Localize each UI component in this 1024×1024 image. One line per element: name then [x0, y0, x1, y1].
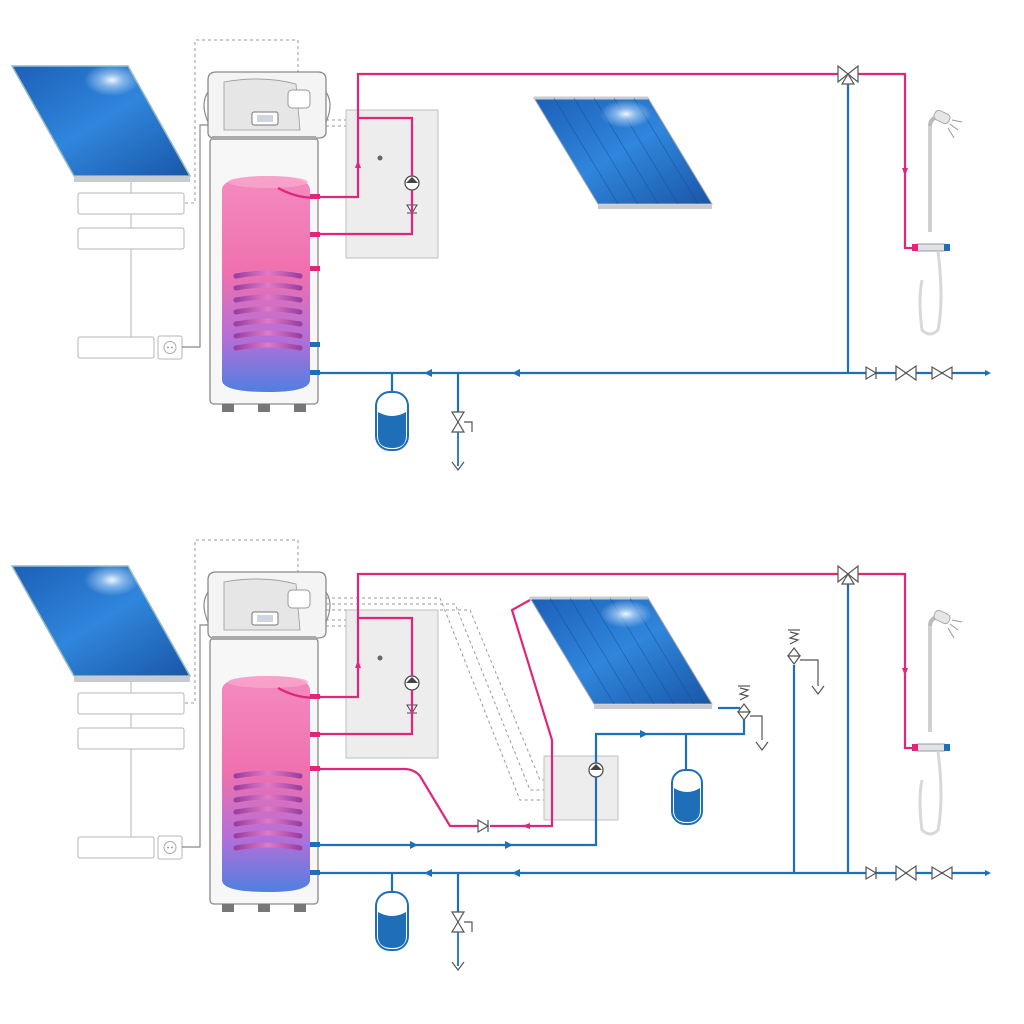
expansion-vessel-solar	[671, 769, 703, 825]
expansion-vessel	[375, 391, 409, 451]
panel-top-pv-only	[10, 39, 991, 471]
solar-collector-unconnected	[533, 96, 713, 209]
power-socket	[157, 835, 183, 860]
shower	[912, 609, 963, 836]
heating-coil	[233, 270, 303, 351]
safety-valves	[736, 629, 825, 751]
heating-coil	[233, 770, 303, 851]
controller-boxes	[77, 192, 185, 359]
drain-valve	[450, 911, 473, 971]
shower	[912, 109, 963, 336]
solar-collector-connected	[529, 596, 713, 709]
power-socket	[157, 335, 183, 360]
panel-bottom-pv-and-solar-thermal	[10, 539, 991, 971]
three-way-mixing-valve	[837, 64, 859, 85]
hot-water-lines	[277, 72, 916, 250]
pump-group	[345, 109, 439, 259]
flow-arrow	[902, 168, 908, 176]
pv-panel	[10, 64, 192, 182]
shutoff-valves	[865, 864, 953, 882]
check-valve	[477, 818, 490, 834]
controller-boxes	[77, 692, 185, 859]
drain-valve	[450, 411, 473, 471]
shutoff-valves	[865, 364, 953, 382]
flow-arrow	[355, 160, 361, 168]
flow-arrows-cold	[410, 730, 648, 877]
pv-panel	[10, 564, 192, 682]
expansion-vessel	[375, 891, 409, 951]
three-way-mixing-valve	[837, 564, 859, 585]
pump-group	[345, 609, 439, 759]
power-cable	[182, 124, 208, 348]
flow-arrows-cold	[424, 369, 520, 377]
power-cable	[182, 624, 208, 848]
hot-water-lines	[277, 572, 916, 828]
solar-pump-station	[543, 755, 619, 821]
